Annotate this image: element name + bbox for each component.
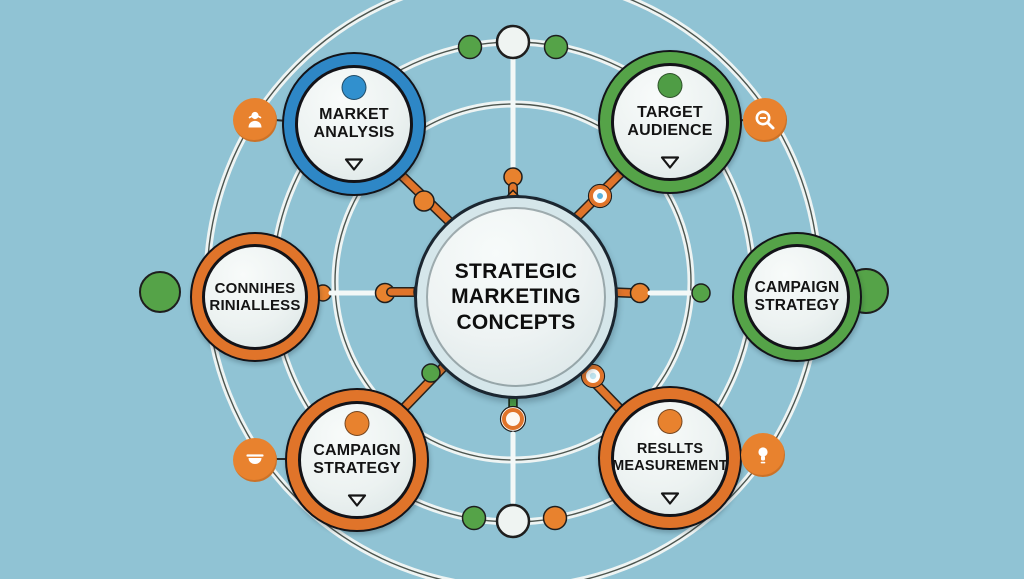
node-results-measurement: RESLLTS MEASUREMENT	[598, 386, 742, 530]
top-white-dot	[495, 24, 531, 60]
far-left-green-dot	[139, 271, 181, 313]
lightbulb-icon	[758, 447, 768, 464]
person-icon	[248, 111, 262, 128]
top-right-green-dot	[543, 34, 569, 60]
search-icon	[755, 110, 775, 130]
node-label: MARKET ANALYSIS	[313, 105, 395, 141]
node-face: RESLLTS MEASUREMENT	[611, 399, 729, 517]
central-hub: STRATEGIC MARKETING CONCEPTS	[414, 195, 618, 399]
orange-dot-indicator	[657, 409, 683, 434]
triangle-down-icon	[659, 491, 681, 506]
cup-icon	[246, 454, 264, 464]
node-label: CAMPAIGN STRATEGY	[313, 441, 401, 477]
badge-bottom-right	[741, 433, 785, 477]
badge-top-left	[233, 98, 277, 142]
bottom-left-green-dot	[461, 505, 487, 531]
node-label: RESLLTS MEASUREMENT	[612, 441, 728, 474]
triangle-down-icon	[343, 157, 365, 172]
hub-title: STRATEGIC MARKETING CONCEPTS	[451, 259, 581, 334]
triangle-down-icon	[659, 155, 681, 170]
badge-bottom-left	[233, 438, 277, 482]
node-face: CAMPAIGN STRATEGY	[298, 401, 416, 519]
badge-top-right	[743, 98, 787, 142]
node-campaign-strategy-right: CAMPAIGN STRATEGY	[732, 232, 862, 362]
node-face: CAMPAIGN STRATEGY	[744, 244, 850, 350]
node-label: CONNIHES RINIALLESS	[209, 279, 301, 314]
triangle-down-icon	[346, 493, 368, 508]
bottom-white-dot	[495, 503, 531, 539]
green-dot-indicator	[657, 73, 683, 98]
node-face: MARKET ANALYSIS	[295, 65, 413, 183]
blue-dot-indicator	[341, 75, 367, 100]
node-label: TARGET AUDIENCE	[627, 103, 713, 139]
orange-dot-indicator	[344, 411, 370, 436]
node-face: TARGET AUDIENCE	[611, 63, 729, 181]
node-face: CONNIHES RINIALLESS	[202, 244, 308, 350]
node-connihes-rinialless: CONNIHES RINIALLESS	[190, 232, 320, 362]
node-label: CAMPAIGN STRATEGY	[754, 279, 840, 314]
bottom-right-orange-dot	[542, 505, 568, 531]
node-campaign-strategy-bottom: CAMPAIGN STRATEGY	[285, 388, 429, 532]
top-left-green-dot	[457, 34, 483, 60]
node-target-audience: TARGET AUDIENCE	[598, 50, 742, 194]
node-market-analysis: MARKET ANALYSIS	[282, 52, 426, 196]
